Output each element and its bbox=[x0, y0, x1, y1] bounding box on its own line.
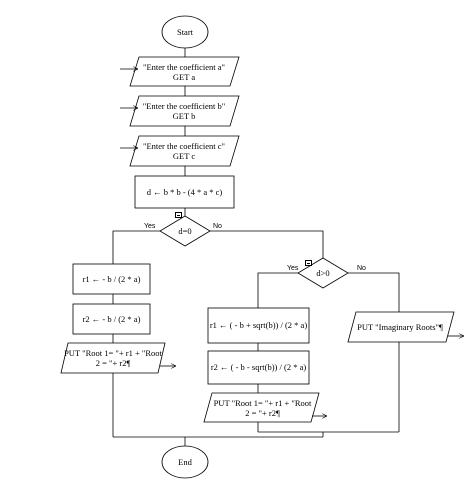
no2-edge-label: No bbox=[357, 265, 366, 272]
start-label: Start bbox=[176, 27, 194, 37]
collapse-icon[interactable] bbox=[305, 260, 312, 266]
no2-branch-line bbox=[348, 272, 400, 312]
r2-eq-process[interactable] bbox=[72, 303, 151, 335]
put-eq-line2: 2 = "+ r2¶ bbox=[95, 358, 131, 368]
put-imaginary-output[interactable] bbox=[347, 311, 455, 343]
r1-eq-label: r1 ← - b / (2 * a) bbox=[82, 274, 141, 284]
r1-gt-process[interactable] bbox=[207, 307, 310, 344]
decision2-label: d>0 bbox=[316, 268, 330, 278]
r2-eq-label: r2 ← - b / (2 * a) bbox=[82, 314, 141, 324]
put-eq-line1: PUT "Root 1= "+ r1 + "Root bbox=[64, 348, 162, 358]
r2-gt-process[interactable] bbox=[207, 350, 310, 385]
no1-edge-label: No bbox=[213, 223, 222, 230]
yes1-branch-line bbox=[112, 230, 160, 264]
r1-gt-label: r1 ← ( - b + sqrt(b)) / (2 * a) bbox=[209, 320, 308, 330]
put-gt-line2: 2 = "+ r2¶ bbox=[245, 408, 280, 418]
yes2-edge-label: Yes bbox=[287, 265, 299, 272]
end-terminal[interactable] bbox=[161, 445, 209, 479]
put-eq-output[interactable] bbox=[60, 342, 166, 374]
input-a-prompt: "Enter the coefficient a" bbox=[142, 62, 226, 72]
no1-branch-line bbox=[210, 230, 324, 258]
input-c-parallelogram[interactable] bbox=[129, 135, 240, 167]
yes2-branch-line bbox=[257, 272, 298, 308]
input-b-get: GET b bbox=[172, 111, 196, 121]
calc-d-process[interactable] bbox=[134, 175, 235, 209]
end-label: End bbox=[178, 457, 192, 467]
input-c-get: GET c bbox=[172, 151, 196, 161]
input-a-parallelogram[interactable] bbox=[129, 56, 240, 87]
r1-eq-process[interactable] bbox=[72, 263, 151, 295]
calc-d-label: d ← b * b - (4 * a * c) bbox=[146, 187, 223, 197]
decision1-label: d=0 bbox=[178, 226, 192, 236]
input-a-get: GET a bbox=[172, 72, 196, 82]
collapse-icon[interactable] bbox=[175, 212, 182, 218]
put-gt-output[interactable] bbox=[203, 392, 320, 423]
r2-gt-label: r2 ← ( - b - sqrt(b)) / (2 * a) bbox=[210, 362, 307, 372]
put-imaginary-label: PUT "Imaginary Roots"¶ bbox=[357, 322, 443, 332]
decision-d-equals-0[interactable] bbox=[159, 215, 211, 247]
input-c-prompt: "Enter the coefficient c" bbox=[142, 141, 226, 151]
put-gt-line1: PUT "Root 1= "+ r1 + "Root bbox=[213, 398, 312, 408]
yes1-edge-label: Yes bbox=[144, 223, 156, 230]
input-b-parallelogram[interactable] bbox=[129, 95, 240, 127]
input-b-prompt: "Enter the coefficient b" bbox=[142, 101, 226, 111]
